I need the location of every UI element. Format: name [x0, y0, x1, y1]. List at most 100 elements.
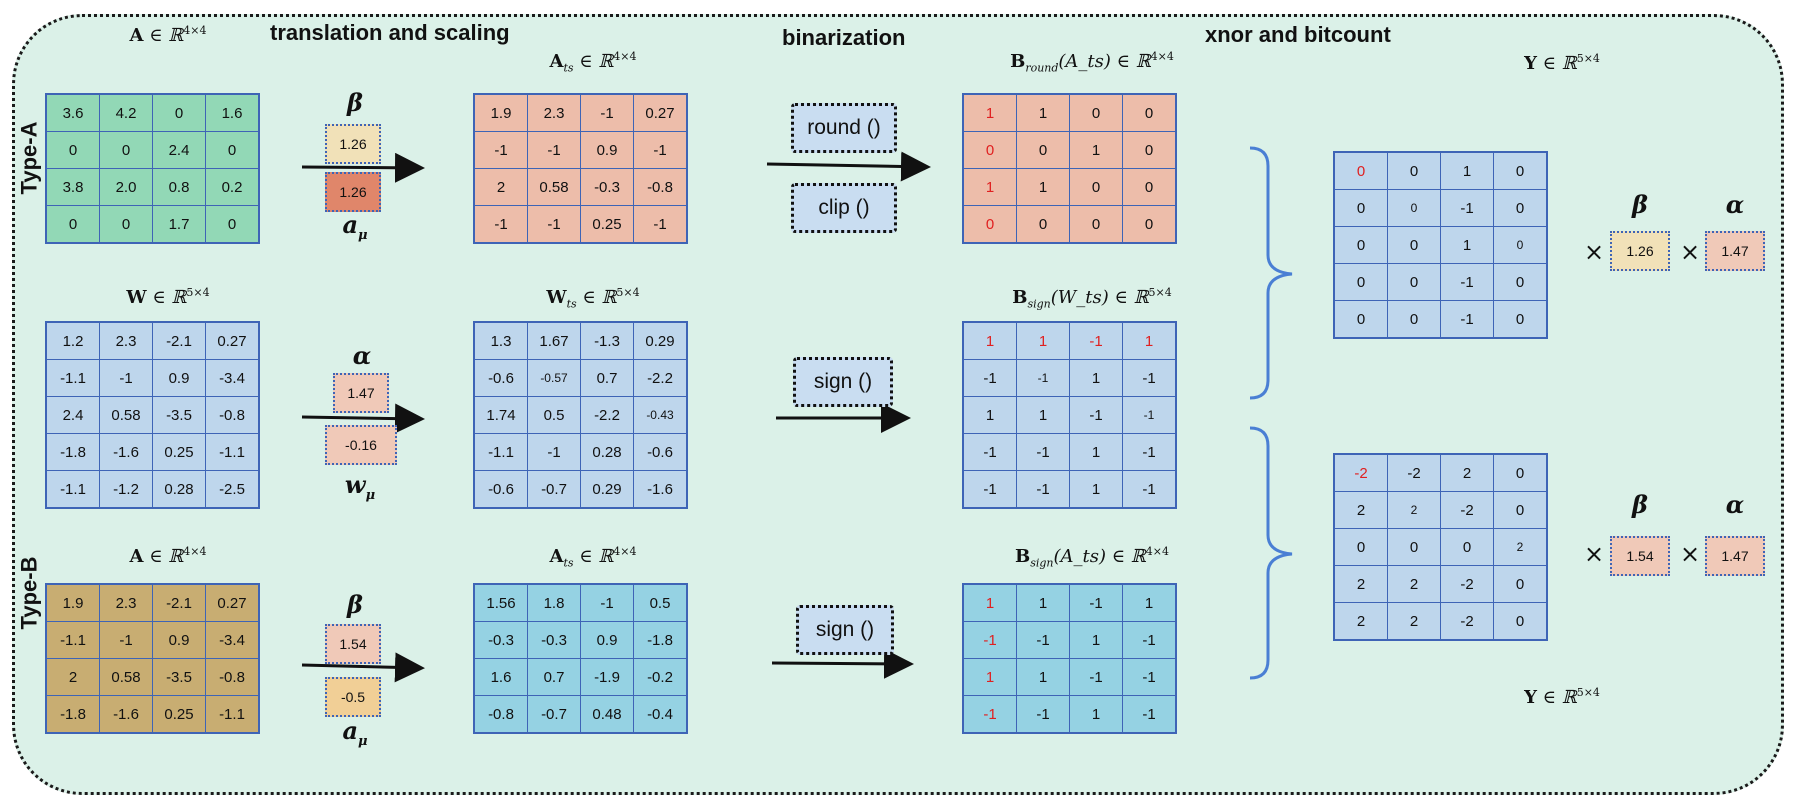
- matrix-cell: -0.8: [205, 396, 260, 434]
- matrix-cell: -1.2: [99, 470, 153, 509]
- matrix-cell: 1: [1016, 658, 1070, 696]
- matrix-cell: 2.3: [99, 321, 153, 360]
- matrix-cell: -1: [99, 621, 153, 659]
- matrix-cell: 1.67: [527, 321, 581, 360]
- matrix-cell: 0: [962, 205, 1017, 244]
- matrix-cell: -1.3: [580, 321, 634, 360]
- matrix-cell: -1: [1069, 321, 1123, 360]
- matrix-cell: 0: [1440, 528, 1494, 566]
- label-y-lower: Y ∈ ℝ5×4: [1524, 686, 1600, 708]
- matrix-cell: -1: [527, 131, 581, 169]
- matrix-cell: -1: [1069, 583, 1123, 622]
- matrix-cell: 1: [1069, 359, 1123, 397]
- matrix-cell: 2: [1387, 491, 1441, 529]
- matrix-cell: 2: [1333, 565, 1388, 603]
- matrix-cell: -1: [527, 205, 581, 244]
- matrix-cell: 2.0: [99, 168, 153, 206]
- matrix-cell: -2.1: [152, 583, 206, 622]
- matrix-cell: -3.5: [152, 658, 206, 696]
- matrix-cell: 0: [1122, 131, 1177, 169]
- matrix-cell: 1.7: [152, 205, 206, 244]
- matrix-cell: 0.7: [580, 359, 634, 397]
- matrix-cell: 3.6: [45, 93, 100, 132]
- matrix-cell: 2.4: [152, 131, 206, 169]
- label-a-input-b: A ∈ ℝ4×4: [129, 545, 207, 567]
- matrix-cell: -1: [473, 131, 528, 169]
- alpha-symbol-w: α: [352, 341, 372, 370]
- matrix-cell: 0: [1493, 151, 1548, 190]
- label-w-ts: Wts ∈ ℝ5×4: [546, 286, 640, 311]
- matrix-cell: 1.56: [473, 583, 528, 622]
- matrix-cell: -1: [1122, 396, 1177, 434]
- matrix-cell: 0: [1387, 528, 1441, 566]
- matrix-cell: -1: [1122, 695, 1177, 734]
- matrix-cell: 1: [1016, 321, 1070, 360]
- times-sign-2: ×: [1680, 238, 1701, 266]
- w-mu-symbol: wμ: [344, 470, 376, 503]
- matrix-cell: 1.2: [45, 321, 100, 360]
- matrix-cell: -1: [962, 470, 1017, 509]
- matrix-cell: 1: [962, 321, 1017, 360]
- matrix-cell: 0: [99, 205, 153, 244]
- round-operation: round (): [791, 103, 897, 153]
- matrix-cell: 1.3: [473, 321, 528, 360]
- arrow-translate-w: [301, 403, 425, 434]
- label-a-ts-b: Ats ∈ ℝ4×4: [549, 545, 637, 570]
- matrix-cell: 0.5: [633, 583, 688, 622]
- matrix-cell: 1: [1440, 226, 1494, 264]
- matrix-cell: 0: [45, 205, 100, 244]
- matrix-cell: 0.25: [152, 433, 206, 471]
- label-y-upper: Y ∈ ℝ5×4: [1524, 52, 1600, 74]
- beta-value-y1: 1.26: [1610, 231, 1670, 271]
- matrix-cell: -1.1: [45, 621, 100, 659]
- arrow-binarize-a: [766, 151, 931, 182]
- alpha-value-y1: 1.47: [1705, 231, 1765, 271]
- section-title-xnor: xnor and bitcount: [1205, 22, 1391, 47]
- beta-symbol-y1: β: [1632, 190, 1648, 219]
- matrix-cell: -1: [1069, 658, 1123, 696]
- matrix-cell: 0: [1069, 168, 1123, 206]
- matrix-cell: -1: [962, 433, 1017, 471]
- times-sign-1: ×: [1584, 238, 1605, 266]
- matrix-cell: -1: [1440, 263, 1494, 301]
- matrix-cell: 4.2: [99, 93, 153, 132]
- arrow-translate-b: [301, 652, 425, 683]
- label-b-round: Bround(A_ts) ∈ ℝ4×4: [1010, 50, 1174, 75]
- matrix-cell: 1: [1016, 583, 1070, 622]
- matrix-cell: -1.1: [45, 470, 100, 509]
- matrix-cell: -0.2: [633, 658, 688, 696]
- a-mu-value-a: 1.26: [325, 172, 381, 212]
- bracket-lower: [1249, 426, 1293, 680]
- matrix-cell: 2: [1387, 565, 1441, 603]
- matrix-cell: -0.4: [633, 695, 688, 734]
- matrix-cell: 0: [1387, 226, 1441, 264]
- matrix-cell: -1.9: [580, 658, 634, 696]
- matrix-cell: 0: [1387, 151, 1441, 190]
- arrow-translate-a: [301, 152, 425, 183]
- matrix-cell: 0: [1069, 205, 1123, 244]
- matrix-cell: 1: [962, 93, 1017, 132]
- matrix-cell: 2: [1440, 453, 1494, 492]
- matrix-cell: 1: [1016, 396, 1070, 434]
- matrix-cell: -1: [1016, 695, 1070, 734]
- matrix-cell: -1.6: [99, 433, 153, 471]
